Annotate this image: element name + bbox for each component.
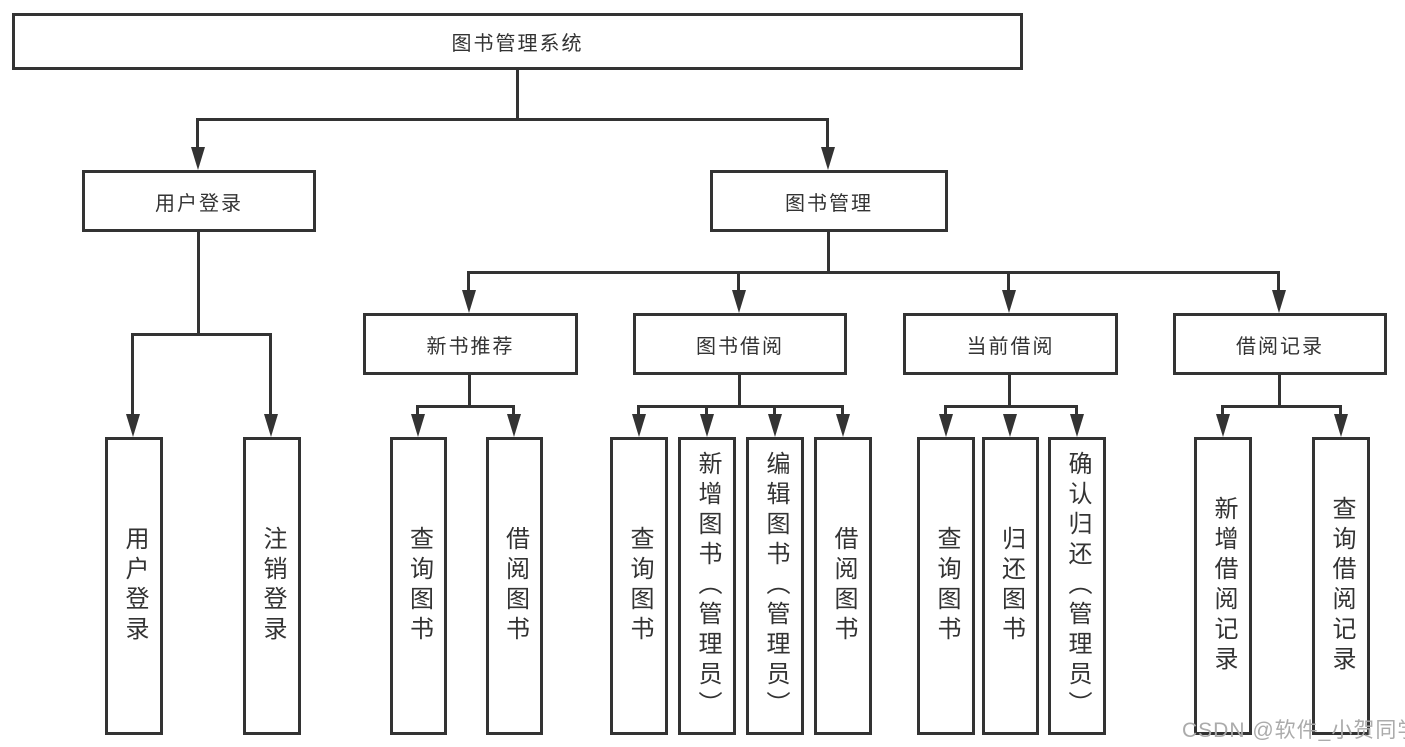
node-label: 新增图书（管理员） (694, 451, 721, 721)
arrow-down-icon (1003, 414, 1017, 437)
connector-line (1221, 405, 1224, 417)
arrow-down-icon (1070, 414, 1084, 437)
connector-line (131, 333, 272, 336)
connector-line (1278, 375, 1281, 408)
connector-line (944, 405, 1078, 408)
leaf-borrow-books: 借阅图书 (814, 437, 872, 735)
connector-line (1277, 271, 1280, 293)
connector-line (826, 118, 829, 150)
node-label: 图书借阅 (696, 335, 784, 358)
connector-line (416, 405, 515, 408)
connector-line (269, 333, 272, 416)
arrow-down-icon (821, 147, 835, 170)
node-label: 查询借阅记录 (1328, 496, 1355, 676)
arrow-down-icon (732, 290, 746, 313)
node-label: 用户登录 (121, 526, 148, 646)
connector-line (738, 375, 741, 408)
leaf-query-borrow-record: 查询借阅记录 (1312, 437, 1370, 735)
node-label: 确认归还（管理员） (1064, 451, 1091, 721)
leaf-add-books-admin: 新增图书（管理员） (678, 437, 736, 735)
arrow-down-icon (700, 414, 714, 437)
node-current-borrowing: 当前借阅 (903, 313, 1118, 375)
leaf-edit-books-admin: 编辑图书（管理员） (746, 437, 804, 735)
connector-line (512, 405, 515, 417)
connector-line (467, 271, 1280, 274)
arrow-down-icon (1272, 290, 1286, 313)
connector-line (705, 405, 708, 417)
node-new-book-recommendation: 新书推荐 (363, 313, 578, 375)
arrow-down-icon (191, 147, 205, 170)
leaf-query-books-borrow: 查询图书 (610, 437, 668, 735)
arrow-down-icon (126, 414, 140, 437)
node-library-management-system: 图书管理系统 (12, 13, 1023, 70)
connector-line (1339, 405, 1342, 417)
node-borrowing-records: 借阅记录 (1173, 313, 1387, 375)
node-label: 新增借阅记录 (1210, 496, 1237, 676)
connector-line (1075, 405, 1078, 417)
arrow-down-icon (1002, 290, 1016, 313)
connector-line (827, 232, 830, 274)
connector-line (197, 232, 200, 336)
arrow-down-icon (939, 414, 953, 437)
connector-line (737, 271, 740, 293)
connector-line (944, 405, 947, 417)
node-label: 当前借阅 (966, 335, 1055, 358)
connector-line (196, 118, 829, 121)
node-label: 查询图书 (933, 526, 960, 646)
arrow-down-icon (1334, 414, 1348, 437)
node-book-borrowing: 图书借阅 (633, 313, 847, 375)
node-label: 归还图书 (997, 526, 1025, 646)
connector-line (467, 271, 470, 293)
connector-line (1221, 405, 1342, 408)
connector-line (637, 405, 640, 417)
connector-line (131, 333, 134, 416)
node-label: 图书管理系统 (451, 33, 584, 55)
connector-line (773, 405, 776, 417)
connector-line (516, 70, 519, 120)
arrow-down-icon (632, 414, 646, 437)
node-label: 用户登录 (155, 192, 243, 215)
node-label: 编辑图书（管理员） (762, 451, 789, 721)
node-label: 查询图书 (405, 526, 433, 646)
csdn-watermark: CSDN @软件_小贺同学 (1182, 719, 1405, 742)
leaf-user-login: 用户登录 (105, 437, 163, 735)
arrow-down-icon (264, 414, 278, 437)
node-label: 借阅记录 (1236, 335, 1324, 358)
leaf-add-borrow-record: 新增借阅记录 (1194, 437, 1252, 735)
node-label: 图书管理 (785, 192, 873, 215)
arrow-down-icon (462, 290, 476, 313)
leaf-return-books: 归还图书 (982, 437, 1039, 735)
leaf-query-books-recommend: 查询图书 (390, 437, 447, 735)
node-label: 注销登录 (259, 526, 286, 646)
node-label: 借阅图书 (501, 526, 529, 646)
connector-line (841, 405, 844, 417)
node-user-login: 用户登录 (82, 170, 316, 232)
connector-line (637, 405, 844, 408)
connector-line (468, 375, 471, 408)
connector-line (1008, 375, 1011, 408)
connector-line (1007, 271, 1010, 293)
node-label: 借阅图书 (830, 526, 857, 646)
arrow-down-icon (507, 414, 521, 437)
leaf-borrow-books-recommend: 借阅图书 (486, 437, 543, 735)
leaf-confirm-return-admin: 确认归还（管理员） (1048, 437, 1106, 735)
arrow-down-icon (411, 414, 425, 437)
connector-line (196, 118, 199, 150)
node-label: 查询图书 (626, 526, 653, 646)
arrow-down-icon (1216, 414, 1230, 437)
connector-line (416, 405, 419, 417)
node-label: 新书推荐 (426, 335, 515, 358)
node-book-management: 图书管理 (710, 170, 948, 232)
leaf-logout: 注销登录 (243, 437, 301, 735)
leaf-query-books-current: 查询图书 (917, 437, 975, 735)
arrow-down-icon (768, 414, 782, 437)
arrow-down-icon (836, 414, 850, 437)
